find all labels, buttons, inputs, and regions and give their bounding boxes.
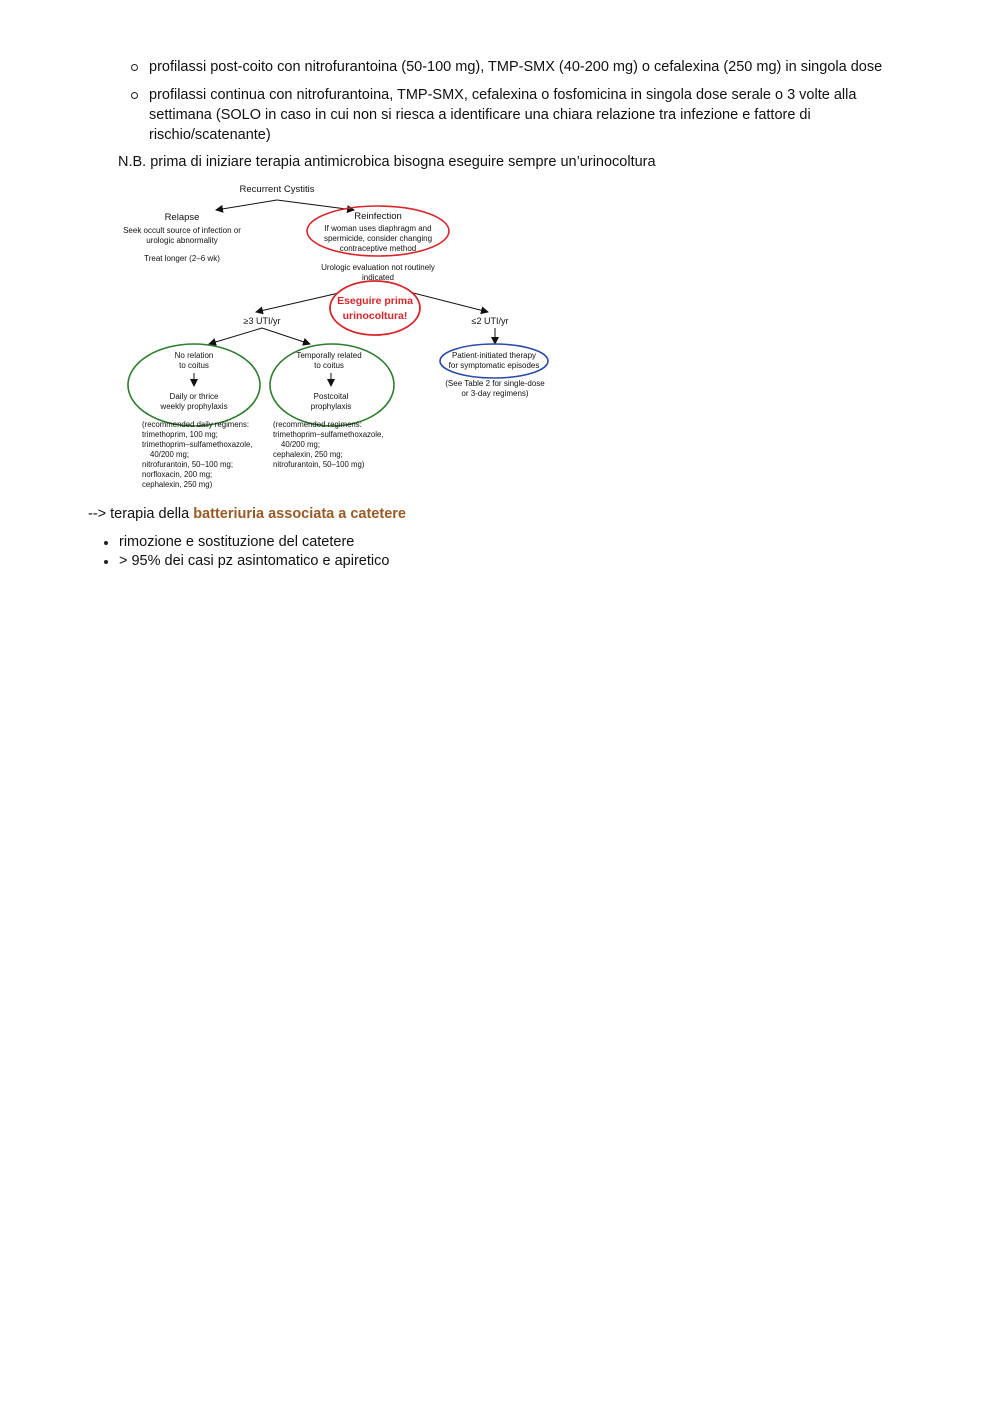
regimen-line: trimethoprim, 100 mg; [142, 430, 218, 439]
therapy-line: --> terapia della batteriuria associata … [88, 504, 406, 524]
patient-initiated-text: Patient-initiated therapy [452, 351, 536, 360]
temporally-text: to coitus [314, 361, 344, 370]
connector-line [261, 327, 311, 346]
bullet-dot-icon [104, 541, 108, 545]
regimen-line: (recommended daily regimens: [142, 420, 249, 429]
hollow-bullet-icon [131, 92, 138, 99]
branch-right-label: ≤2 UTI/yr [472, 316, 509, 326]
no-relation-text: Daily or thrice [170, 392, 219, 401]
urologic-text: Urologic evaluation not routinely [321, 263, 435, 272]
sub-item-line: rischio/scatenante) [149, 127, 271, 143]
patient-initiated-note: (See Table 2 for single-dose [445, 379, 545, 388]
sub-item-line: settimana (SOLO in caso in cui non si ri… [149, 107, 811, 123]
relapse-text: Seek occult source of infection or [123, 226, 241, 235]
list-item: > 95% dei casi pz asintomatico e apireti… [102, 552, 702, 571]
regimen-line: nitrofurantoin, 50–100 mg) [273, 460, 365, 469]
postcoital-regimens-block: (recommended regimens: trimethoprim–sulf… [273, 420, 384, 469]
regimen-line: norfloxacin, 200 mg; [142, 470, 212, 479]
regimen-line: trimethoprim–sulfamethoxazole, [273, 430, 384, 439]
relapse-label: Relapse [165, 212, 200, 223]
annotation-text: urinocoltura! [343, 310, 408, 322]
relapse-text: urologic abnormality [146, 236, 218, 245]
connector-line [215, 199, 278, 213]
no-relation-text: to coitus [179, 361, 209, 370]
sub-item-line: profilassi continua con nitrofurantoina,… [149, 87, 857, 103]
branch-left-label: ≥3 UTI/yr [244, 316, 281, 326]
reinfection-ellipse [306, 205, 450, 257]
temporally-text: Temporally related [296, 351, 361, 360]
regimen-line: nitrofurantoin, 50–100 mg; [142, 460, 233, 469]
list-item-text: > 95% dei casi pz asintomatico e apireti… [119, 553, 390, 569]
sub-list-item: profilassi continua con nitrofurantoina,… [130, 85, 900, 145]
regimen-line: 40/200 mg; [150, 450, 189, 459]
connector-line [208, 327, 263, 346]
patient-initiated-ellipse [439, 343, 549, 379]
flowchart-title: Recurrent Cystitis [240, 184, 315, 195]
regimen-line: cephalexin, 250 mg; [273, 450, 343, 459]
regimen-line: (recommended regimens: [273, 420, 362, 429]
urologic-text: indicated [362, 273, 394, 282]
annotation-ellipse [329, 280, 421, 336]
regimen-line: trimethoprim–sulfamethoxazole, [142, 440, 253, 449]
recurrent-cystitis-flowchart: Recurrent Cystitis Relapse Seek occult s… [123, 184, 549, 489]
list-item-text: rimozione e sostituzione del catetere [119, 534, 355, 550]
sub-item-text: profilassi post-coito con nitrofurantoin… [149, 59, 883, 75]
temporally-related-ellipse [269, 343, 395, 427]
reinfection-text: If woman uses diaphragm and [324, 224, 431, 233]
regimen-line: cephalexin, 250 mg) [142, 480, 213, 489]
sub-bullet-list: profilassi post-coito con nitrofurantoin… [130, 57, 900, 145]
no-relation-text: weekly prophylaxis [159, 402, 227, 411]
no-relation-ellipse [127, 343, 261, 427]
bullet-dot-icon [104, 560, 108, 564]
daily-regimens-block: (recommended daily regimens: trimethopri… [142, 420, 253, 489]
temporally-text: Postcoital [314, 392, 349, 401]
regimen-line: 40/200 mg; [281, 440, 320, 449]
hollow-bullet-icon [131, 64, 138, 71]
relapse-treat: Treat longer (2–6 wk) [144, 254, 220, 263]
nb-note: N.B. prima di iniziare terapia antimicro… [118, 154, 656, 170]
patient-initiated-text: for symptomatic episodes [449, 361, 540, 370]
patient-initiated-note: or 3-day regimens) [461, 389, 528, 398]
temporally-text: prophylaxis [311, 402, 351, 411]
therapy-prefix: --> terapia della [88, 506, 194, 522]
reinfection-label: Reinfection [354, 211, 402, 222]
reinfection-text: spermicide, consider changing [324, 234, 432, 243]
therapy-highlight: batteriuria associata a catetere [193, 506, 406, 522]
no-relation-text: No relation [175, 351, 214, 360]
bullet-list: rimozione e sostituzione del catetere > … [102, 533, 702, 571]
reinfection-text: contraceptive method [340, 244, 417, 253]
sub-list-item: profilassi post-coito con nitrofurantoin… [130, 57, 900, 77]
annotation-text: Eseguire prima [337, 295, 413, 307]
connector-line [276, 199, 355, 214]
list-item: rimozione e sostituzione del catetere [102, 533, 702, 552]
